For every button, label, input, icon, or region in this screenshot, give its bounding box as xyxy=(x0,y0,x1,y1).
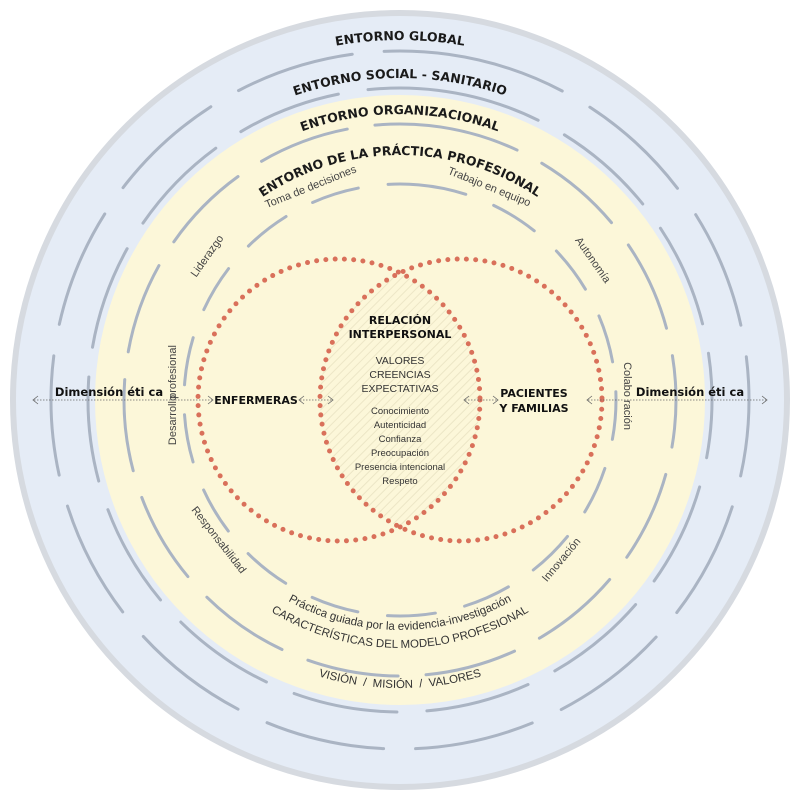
relationship-item: Conocimiento xyxy=(371,406,429,417)
ring-social xyxy=(86,86,714,714)
attribute-development-a: Desarrollo xyxy=(167,395,179,445)
arrow-left-icon xyxy=(586,395,593,405)
relationship-item: Confianza xyxy=(379,434,422,445)
center-title-2: INTERPERSONAL xyxy=(349,328,452,341)
arrow-left-icon xyxy=(463,395,470,405)
patients-circle xyxy=(317,256,605,544)
relationship-item: Presencia intencional xyxy=(355,462,445,473)
patients-label-1: PACIENTES xyxy=(500,387,567,400)
patients-label-2: Y FAMILIAS xyxy=(498,402,568,415)
value-item: CREENCIAS xyxy=(369,369,430,381)
arrow-left-icon xyxy=(32,395,39,405)
ring-label-global: ENTORNO GLOBAL xyxy=(334,28,466,49)
ring-global xyxy=(49,49,751,751)
arrow-right-icon xyxy=(327,395,334,405)
relationship-item: Respeto xyxy=(382,476,417,487)
nurses-label: ENFERMERAS xyxy=(214,394,298,407)
attribute-development-b: profesional xyxy=(167,345,179,399)
ring-lines xyxy=(49,49,751,751)
arrow-right-icon xyxy=(761,395,768,405)
arrow-right-icon xyxy=(207,395,214,405)
relationship-item: Autenticidad xyxy=(374,420,426,431)
value-item: EXPECTATIVAS xyxy=(361,383,438,395)
ethics-label-left: Dimensión éti ca xyxy=(55,385,163,399)
center-title-1: RELACIÓN xyxy=(369,314,431,327)
relationship-lens xyxy=(320,259,480,541)
arrow-right-icon xyxy=(492,395,499,405)
ring-organizational xyxy=(122,122,678,678)
arrow-left-icon xyxy=(298,395,305,405)
ethics-label-right: Dimensión éti ca xyxy=(636,385,744,399)
value-item: VALORES xyxy=(376,355,425,367)
ring-practice xyxy=(182,182,618,618)
attribute-collaboration: Colabo ración xyxy=(621,362,633,430)
ethics-arrows xyxy=(32,395,768,405)
relationship-item: Preocupación xyxy=(371,448,429,459)
